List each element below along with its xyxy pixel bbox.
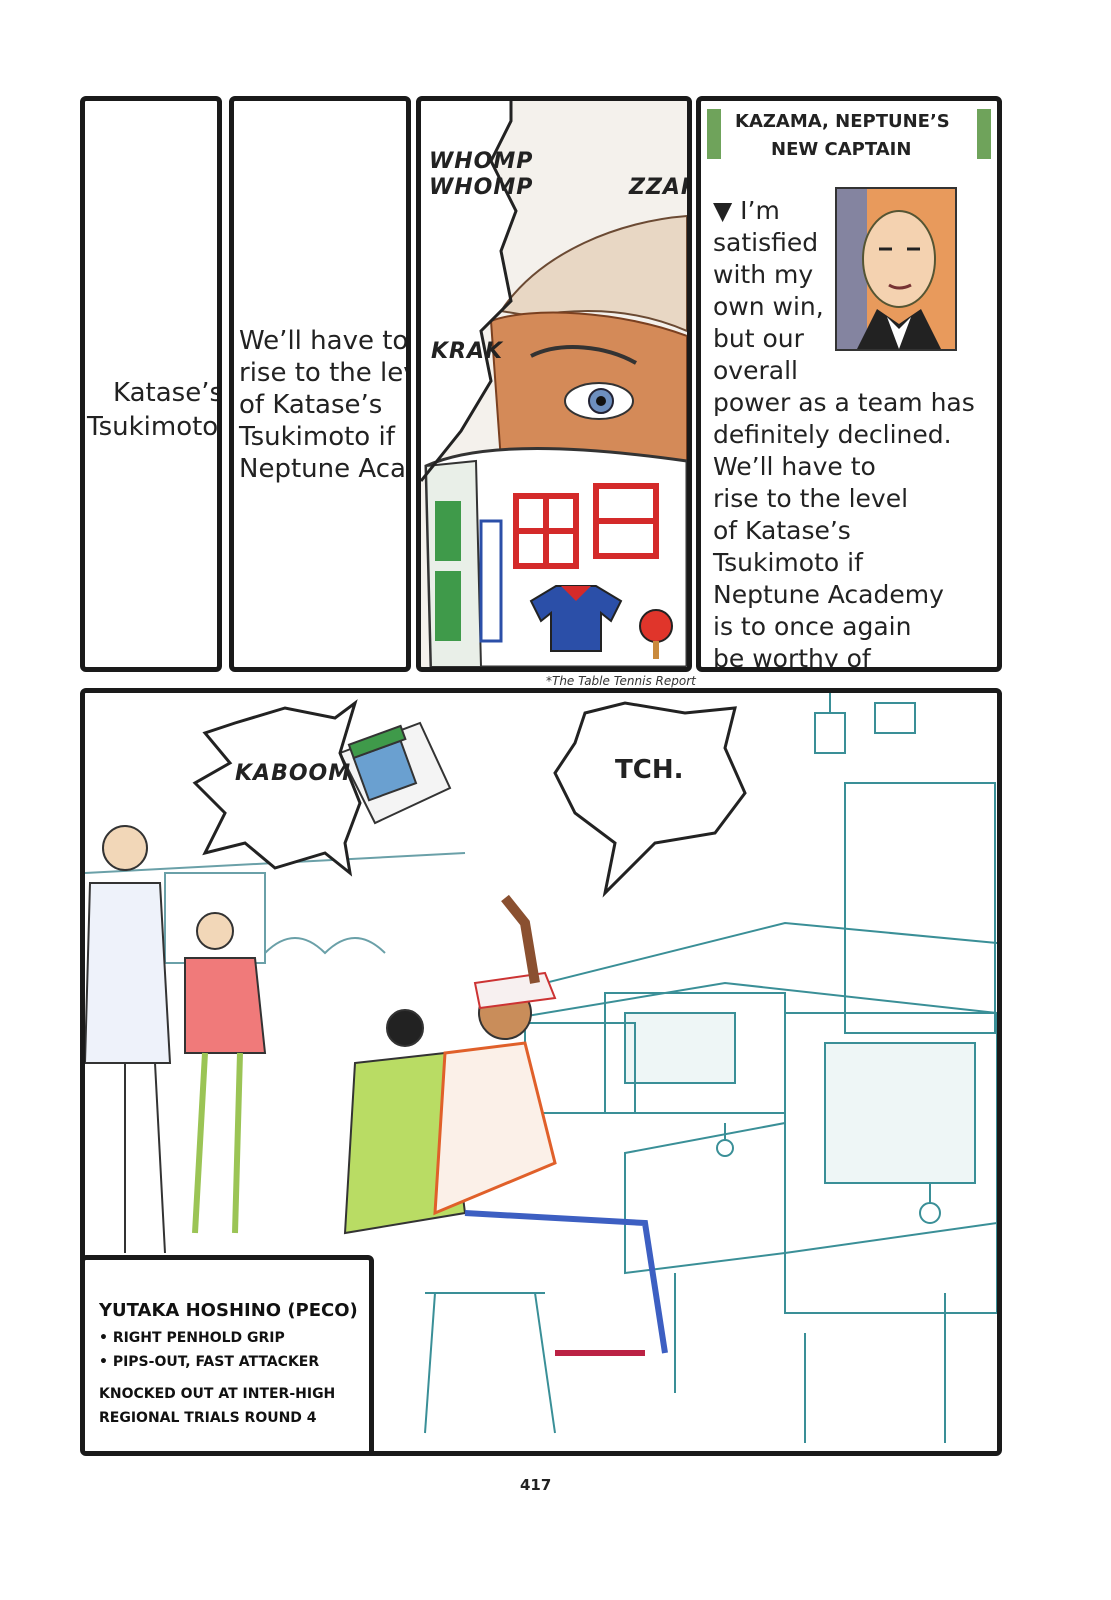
profile-bullet-2: • PIPS-OUT, FAST ATTACKER xyxy=(99,1354,320,1370)
caption-line-1: We’ll have to xyxy=(239,326,409,356)
sfx-whomp-2: WHOMP xyxy=(429,175,534,200)
header-bracket-right xyxy=(977,109,991,159)
body-line-3: with my xyxy=(713,260,814,289)
body-line-11: of Katase’s xyxy=(713,516,851,545)
sfx-zzap: ZZAP xyxy=(629,175,692,200)
body-line-5: but our xyxy=(713,324,804,353)
sfx-kaboom: KABOOM xyxy=(235,761,352,786)
arcade-scene-illustration xyxy=(85,693,997,1451)
panel-5: KABOOM TCH. YUTAKA HOSHINO (PECO) • RIGH… xyxy=(80,688,1002,1456)
header-bracket-left xyxy=(707,109,721,159)
caption-header-2: NEW CAPTAIN xyxy=(771,139,912,160)
body-line-12: Tsukimoto if xyxy=(713,548,863,577)
sfx-krak: KRAK xyxy=(431,339,504,364)
profile-name: YUTAKA HOSHINO (PECO) xyxy=(99,1300,358,1321)
body-line-7: power as a team has xyxy=(713,388,975,417)
profile-bullet-1: • RIGHT PENHOLD GRIP xyxy=(99,1330,285,1346)
body-line-1: ▼ I’m xyxy=(713,196,780,225)
panel-2: We’ll have to rise to the lev of Katase’… xyxy=(229,96,411,672)
body-line-6: overall xyxy=(713,356,798,385)
body-line-9: We’ll have to xyxy=(713,452,876,481)
page-number: 417 xyxy=(520,1476,552,1494)
magazine-face-illustration xyxy=(421,101,687,667)
body-line-8: definitely declined. xyxy=(713,420,952,449)
body-line-14: is to once again xyxy=(713,612,912,641)
sfx-whomp-1: WHOMP xyxy=(429,149,534,174)
caption-line-2: rise to the lev xyxy=(239,358,411,388)
body-line-13: Neptune Academy xyxy=(713,580,944,609)
panel-4: KAZAMA, NEPTUNE’S NEW CAPTAIN ▼ I’m sati… xyxy=(696,96,1002,672)
profile-note-1: KNOCKED OUT AT INTER-HIGH xyxy=(99,1386,336,1402)
speech-tch: TCH. xyxy=(615,755,684,785)
panel-1: Katase’s Tsukimoto xyxy=(80,96,222,672)
profile-note-2: REGIONAL TRIALS ROUND 4 xyxy=(99,1410,317,1426)
caption-tsukimoto: Tsukimoto xyxy=(87,412,219,442)
portrait-face xyxy=(837,189,955,349)
kazama-portrait xyxy=(835,187,957,351)
body-line-2: satisfied xyxy=(713,228,819,257)
caption-line-5: Neptune Aca xyxy=(239,454,406,484)
caption-line-4: Tsukimoto if xyxy=(239,422,395,452)
body-line-4: own win, xyxy=(713,292,824,321)
panel-3: WHOMP WHOMP ZZAP KRAK xyxy=(416,96,692,672)
body-line-15: be worthy of xyxy=(713,644,871,672)
body-line-10: rise to the level xyxy=(713,484,909,513)
profile-box: YUTAKA HOSHINO (PECO) • RIGHT PENHOLD GR… xyxy=(85,1255,374,1451)
caption-katase: Katase’s xyxy=(113,378,222,408)
footnote: *The Table Tennis Report xyxy=(546,674,696,688)
caption-header-1: KAZAMA, NEPTUNE’S xyxy=(735,111,950,132)
caption-line-3: of Katase’s xyxy=(239,390,383,420)
